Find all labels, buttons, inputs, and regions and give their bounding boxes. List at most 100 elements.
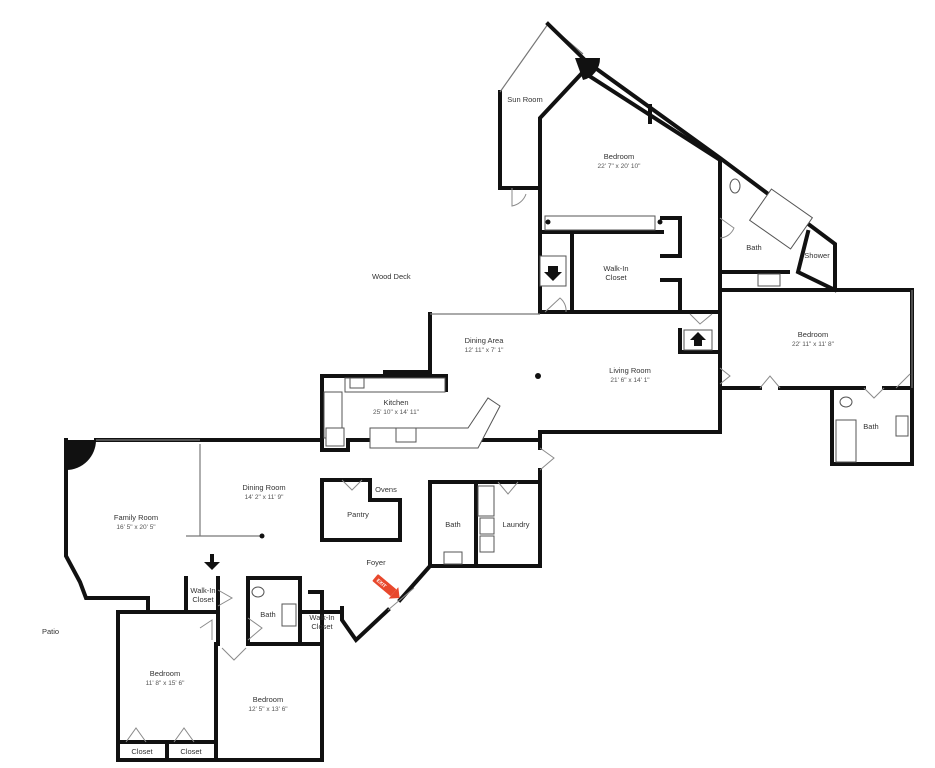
wood-deck-label: Wood Deck	[372, 272, 411, 281]
column-icon	[657, 219, 663, 225]
fireplace-icon	[575, 58, 601, 80]
door-swing[interactable]	[247, 617, 263, 641]
family-room-label: Family Room	[114, 513, 158, 522]
closet-east-wall	[660, 278, 682, 314]
entry-door[interactable]	[387, 587, 415, 611]
kitchen-north-wall	[320, 374, 448, 392]
sink-icon	[895, 415, 909, 437]
arrow-down-icon	[204, 554, 220, 570]
family-room-dims: 16' 5" x 20' 5"	[116, 524, 156, 531]
bedroom-sw-dims: 11' 8" x 15' 6"	[146, 680, 185, 687]
sink-icon	[349, 377, 365, 389]
exit-arrow-icon	[372, 574, 396, 596]
closet-door[interactable]	[125, 727, 147, 743]
toilet-icon	[729, 178, 741, 194]
door-swing[interactable]	[511, 188, 527, 207]
exit-arrow-tip	[388, 587, 400, 599]
column-icon	[259, 533, 265, 539]
washer-icon	[479, 517, 495, 535]
column-icon	[545, 219, 551, 225]
living-room-label: Living Room	[609, 366, 651, 375]
bedroom-sw-west-wall	[116, 610, 218, 762]
family-room-west-wall	[64, 438, 150, 612]
column-icon	[535, 373, 541, 379]
east-bath-wall	[830, 386, 914, 466]
dryer-icon	[479, 535, 495, 553]
bathtub-icon	[748, 188, 814, 250]
east-bedroom-label: Bedroom	[798, 330, 828, 339]
bedroom-s-wall	[214, 642, 324, 762]
door-swing[interactable]	[217, 589, 234, 607]
east-bedroom-dims: 22' 11" x 11' 8"	[792, 341, 835, 348]
door-swing[interactable]	[863, 387, 885, 399]
master-west-wall	[538, 186, 577, 314]
master-bedroom-label: Bedroom	[604, 152, 634, 161]
kitchen-label: Kitchen	[383, 398, 408, 407]
bedroom-s-label: Bedroom	[253, 695, 283, 704]
exit-label: EXIT	[375, 578, 387, 590]
master-bath-label: Bath	[746, 243, 761, 252]
walls	[64, 21, 914, 762]
exit-marker: EXIT	[372, 574, 400, 599]
windows	[96, 290, 913, 537]
door-swing[interactable]	[719, 217, 735, 239]
door-swing[interactable]	[341, 479, 363, 491]
door-swing[interactable]	[539, 447, 555, 471]
door-swing[interactable]	[895, 373, 911, 389]
arrow-up-icon	[690, 332, 706, 346]
closet-niche-wall	[660, 216, 682, 258]
door-swing[interactable]	[544, 297, 567, 313]
living-room-dims: 21' 6" x 14' 1"	[610, 377, 650, 384]
dining-area-label: Dining Area	[465, 336, 505, 345]
foyer-wall-b	[340, 606, 391, 644]
fridge-icon	[325, 427, 345, 447]
stair-arrows	[204, 255, 713, 570]
doors	[125, 188, 911, 743]
bathtub-icon	[835, 419, 857, 463]
north-diagonal-wall	[545, 21, 837, 292]
hall-bath-label: Bath	[445, 520, 460, 529]
sink-icon	[477, 485, 495, 517]
door-swing[interactable]	[221, 647, 247, 661]
sink-icon	[757, 273, 781, 287]
closet-b-label: Closet	[180, 747, 202, 756]
door-swing[interactable]	[497, 481, 519, 495]
foyer-closet-west-wall	[308, 590, 324, 646]
dining-room-label: Dining Room	[242, 483, 285, 492]
kitchen-dims: 25' 10" x 14' 11"	[373, 409, 420, 416]
shower-wall	[795, 229, 838, 293]
closet-west-wall	[570, 230, 692, 314]
sun-room-label: Sun Room	[507, 95, 542, 104]
closet-a-label: Closet	[131, 747, 153, 756]
small-closet-label-2: Closet	[192, 595, 214, 604]
patio-label: Patio	[42, 627, 59, 636]
toilet-icon	[251, 586, 265, 598]
dining-area-dims: 12' 11" x 7' 1"	[465, 347, 504, 354]
fixtures	[66, 58, 909, 627]
door-swing[interactable]	[759, 375, 781, 389]
door-swing[interactable]	[719, 367, 731, 385]
laundry-label: Laundry	[502, 520, 529, 529]
fireplace-icon	[66, 440, 96, 470]
cooktop-icon	[395, 427, 417, 443]
small-closet-label: Walk-In	[190, 586, 215, 595]
sun-room-wall	[498, 69, 722, 220]
foyer-wall-a	[397, 563, 433, 603]
master-bedroom-dims: 22' 7" x 20' 10"	[598, 163, 642, 170]
master-closet-label-2: Closet	[605, 273, 627, 282]
bedroom-s-dims: 12' 5" x 13' 6"	[248, 706, 288, 713]
shower-icon	[281, 603, 297, 627]
east-bedroom-north-wall	[718, 288, 914, 390]
sun-room-glass-wall	[499, 23, 584, 93]
sink-icon	[443, 551, 463, 565]
ovens-label: Ovens	[375, 485, 397, 494]
door-swing[interactable]	[689, 313, 713, 325]
closet-door[interactable]	[173, 727, 195, 743]
door-swing[interactable]	[199, 619, 213, 640]
foyer-closet-label: Walk-In	[309, 613, 334, 622]
living-south-wall	[538, 398, 722, 450]
pantry-label: Pantry	[347, 510, 369, 519]
labels: Wood Deck Patio Sun Room Bedroom 22' 7" …	[42, 95, 879, 756]
foyer-closet-label-2: Closet	[311, 622, 333, 631]
